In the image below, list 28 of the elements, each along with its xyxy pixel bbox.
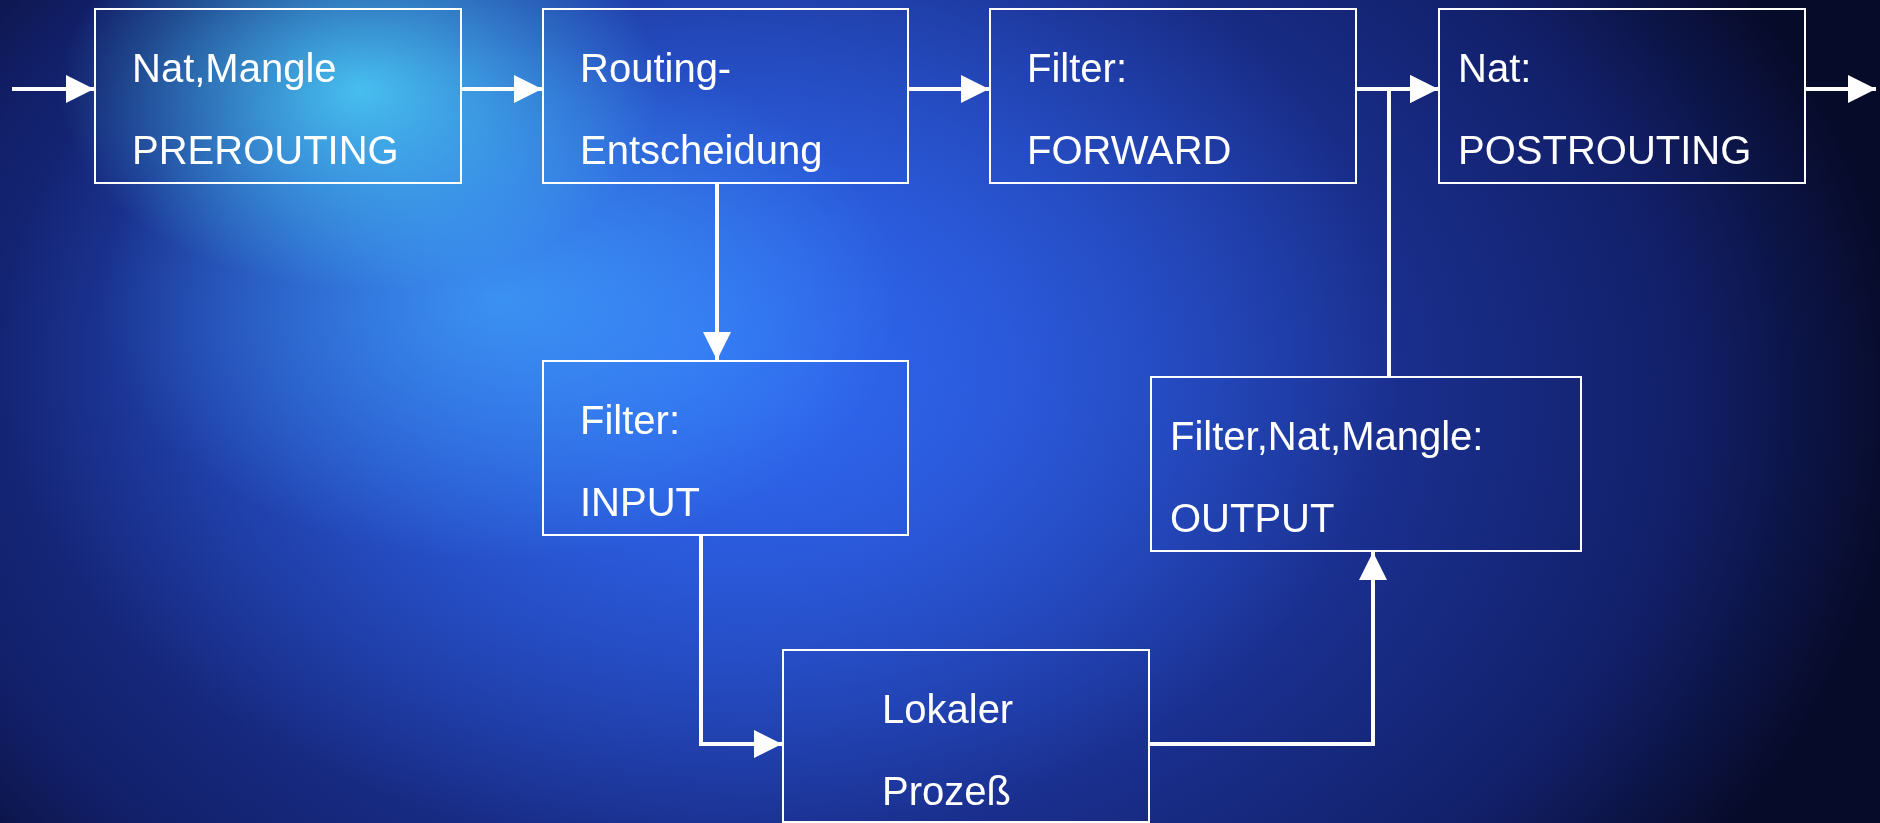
box-heading: Filter,Nat,Mangle:: [1170, 413, 1484, 460]
process-box: [542, 8, 909, 184]
box-label: Entscheidung: [580, 127, 823, 174]
process-box: [94, 8, 462, 184]
process-box: [1438, 8, 1806, 184]
arrow: [1150, 552, 1387, 746]
process-box: [542, 360, 909, 536]
box-heading: Filter:: [1027, 45, 1127, 92]
arrow: [699, 535, 782, 758]
box-heading: Routing-: [580, 45, 732, 92]
box-label: POSTROUTING: [1458, 127, 1752, 174]
process-box: [1150, 376, 1582, 552]
arrow: [462, 75, 542, 103]
box-label: PREROUTING: [132, 127, 399, 174]
box-heading: Nat:: [1458, 45, 1532, 92]
box-heading: Lokaler: [882, 686, 1014, 733]
arrow: [12, 75, 94, 103]
box-heading: Filter:: [580, 397, 680, 444]
process-box: [782, 649, 1150, 823]
box-label: Prozeß: [882, 768, 1011, 815]
box-label: INPUT: [580, 479, 700, 526]
process-box: [989, 8, 1357, 184]
box-label: FORWARD: [1027, 127, 1232, 174]
arrow: [703, 184, 731, 360]
arrow: [1806, 75, 1876, 103]
box-label: OUTPUT: [1170, 495, 1335, 542]
arrow: [909, 75, 989, 103]
box-heading: Nat,Mangle: [132, 45, 337, 92]
